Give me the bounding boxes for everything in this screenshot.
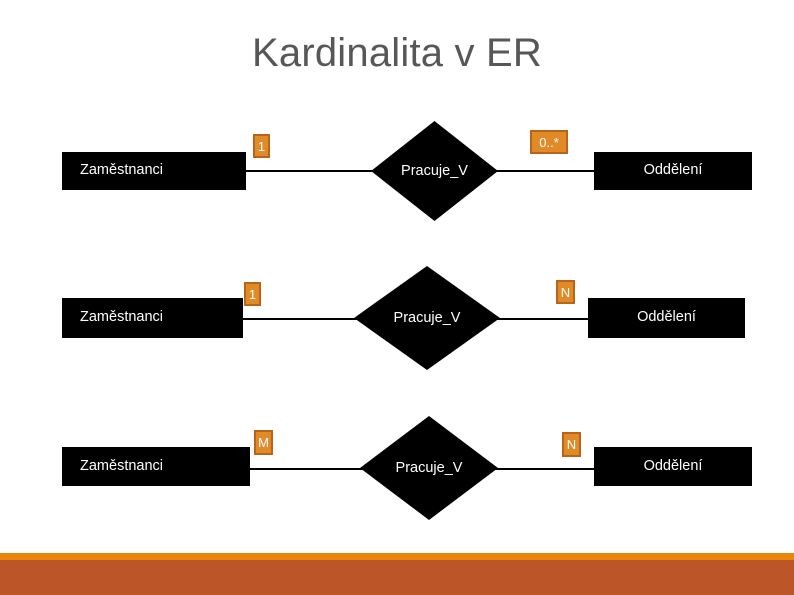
cardinality-badge-left: 1 xyxy=(244,282,261,306)
er-diagram-row: Zaměstnanci Pracuje_V Oddělení 1 N xyxy=(0,258,794,388)
cardinality-value: 1 xyxy=(257,138,266,154)
entity-box-zamestnanci[interactable]: Zaměstnanci xyxy=(62,447,250,486)
er-diagram-row: Zaměstnanci Pracuje_V Oddělení M N xyxy=(0,408,794,538)
connector-line-left xyxy=(249,468,397,470)
connector-line-right xyxy=(470,468,598,470)
entity-label: Zaměstnanci xyxy=(80,457,164,474)
cardinality-value: 1 xyxy=(248,286,257,302)
cardinality-badge-right: N xyxy=(562,432,581,457)
relationship-diamond-pracuje-v[interactable]: Pracuje_V xyxy=(371,121,498,221)
relationship-label: Pracuje_V xyxy=(393,310,461,326)
cardinality-value: 0..* xyxy=(539,134,559,150)
cardinality-badge-left: M xyxy=(254,430,273,455)
connector-line-left xyxy=(242,318,387,320)
entity-label: Oddělení xyxy=(643,457,703,474)
entity-box-oddeleni[interactable]: Oddělení xyxy=(588,298,745,338)
relationship-label: Pracuje_V xyxy=(401,163,468,179)
relationship-label: Pracuje_V xyxy=(395,460,463,476)
relationship-diamond-pracuje-v[interactable]: Pracuje_V xyxy=(354,266,500,370)
entity-label: Oddělení xyxy=(637,309,696,326)
entity-label: Zaměstnanci xyxy=(80,309,164,326)
footer-accent-stripe xyxy=(0,553,794,560)
relationship-diamond-pracuje-v[interactable]: Pracuje_V xyxy=(360,416,498,520)
entity-box-oddeleni[interactable]: Oddělení xyxy=(594,447,752,486)
page-title: Kardinalita v ER xyxy=(252,31,542,75)
entity-box-oddeleni[interactable]: Oddělení xyxy=(594,152,752,190)
entity-label: Zaměstnanci xyxy=(80,162,164,179)
cardinality-badge-left: 1 xyxy=(253,134,270,158)
connector-line-right xyxy=(468,170,598,172)
entity-box-zamestnanci[interactable]: Zaměstnanci xyxy=(62,298,243,338)
cardinality-value: N xyxy=(560,284,571,300)
footer-band xyxy=(0,560,794,595)
er-diagram-row: Zaměstnanci Pracuje_V Oddělení 1 0..* xyxy=(0,110,794,240)
cardinality-value: N xyxy=(566,437,577,452)
entity-label: Oddělení xyxy=(643,162,703,179)
cardinality-badge-right: N xyxy=(556,280,575,304)
entity-box-zamestnanci[interactable]: Zaměstnanci xyxy=(62,152,246,190)
connector-line-right xyxy=(470,318,594,320)
cardinality-value: M xyxy=(258,435,269,450)
connector-line-left xyxy=(245,170,395,172)
cardinality-badge-right: 0..* xyxy=(530,130,568,154)
